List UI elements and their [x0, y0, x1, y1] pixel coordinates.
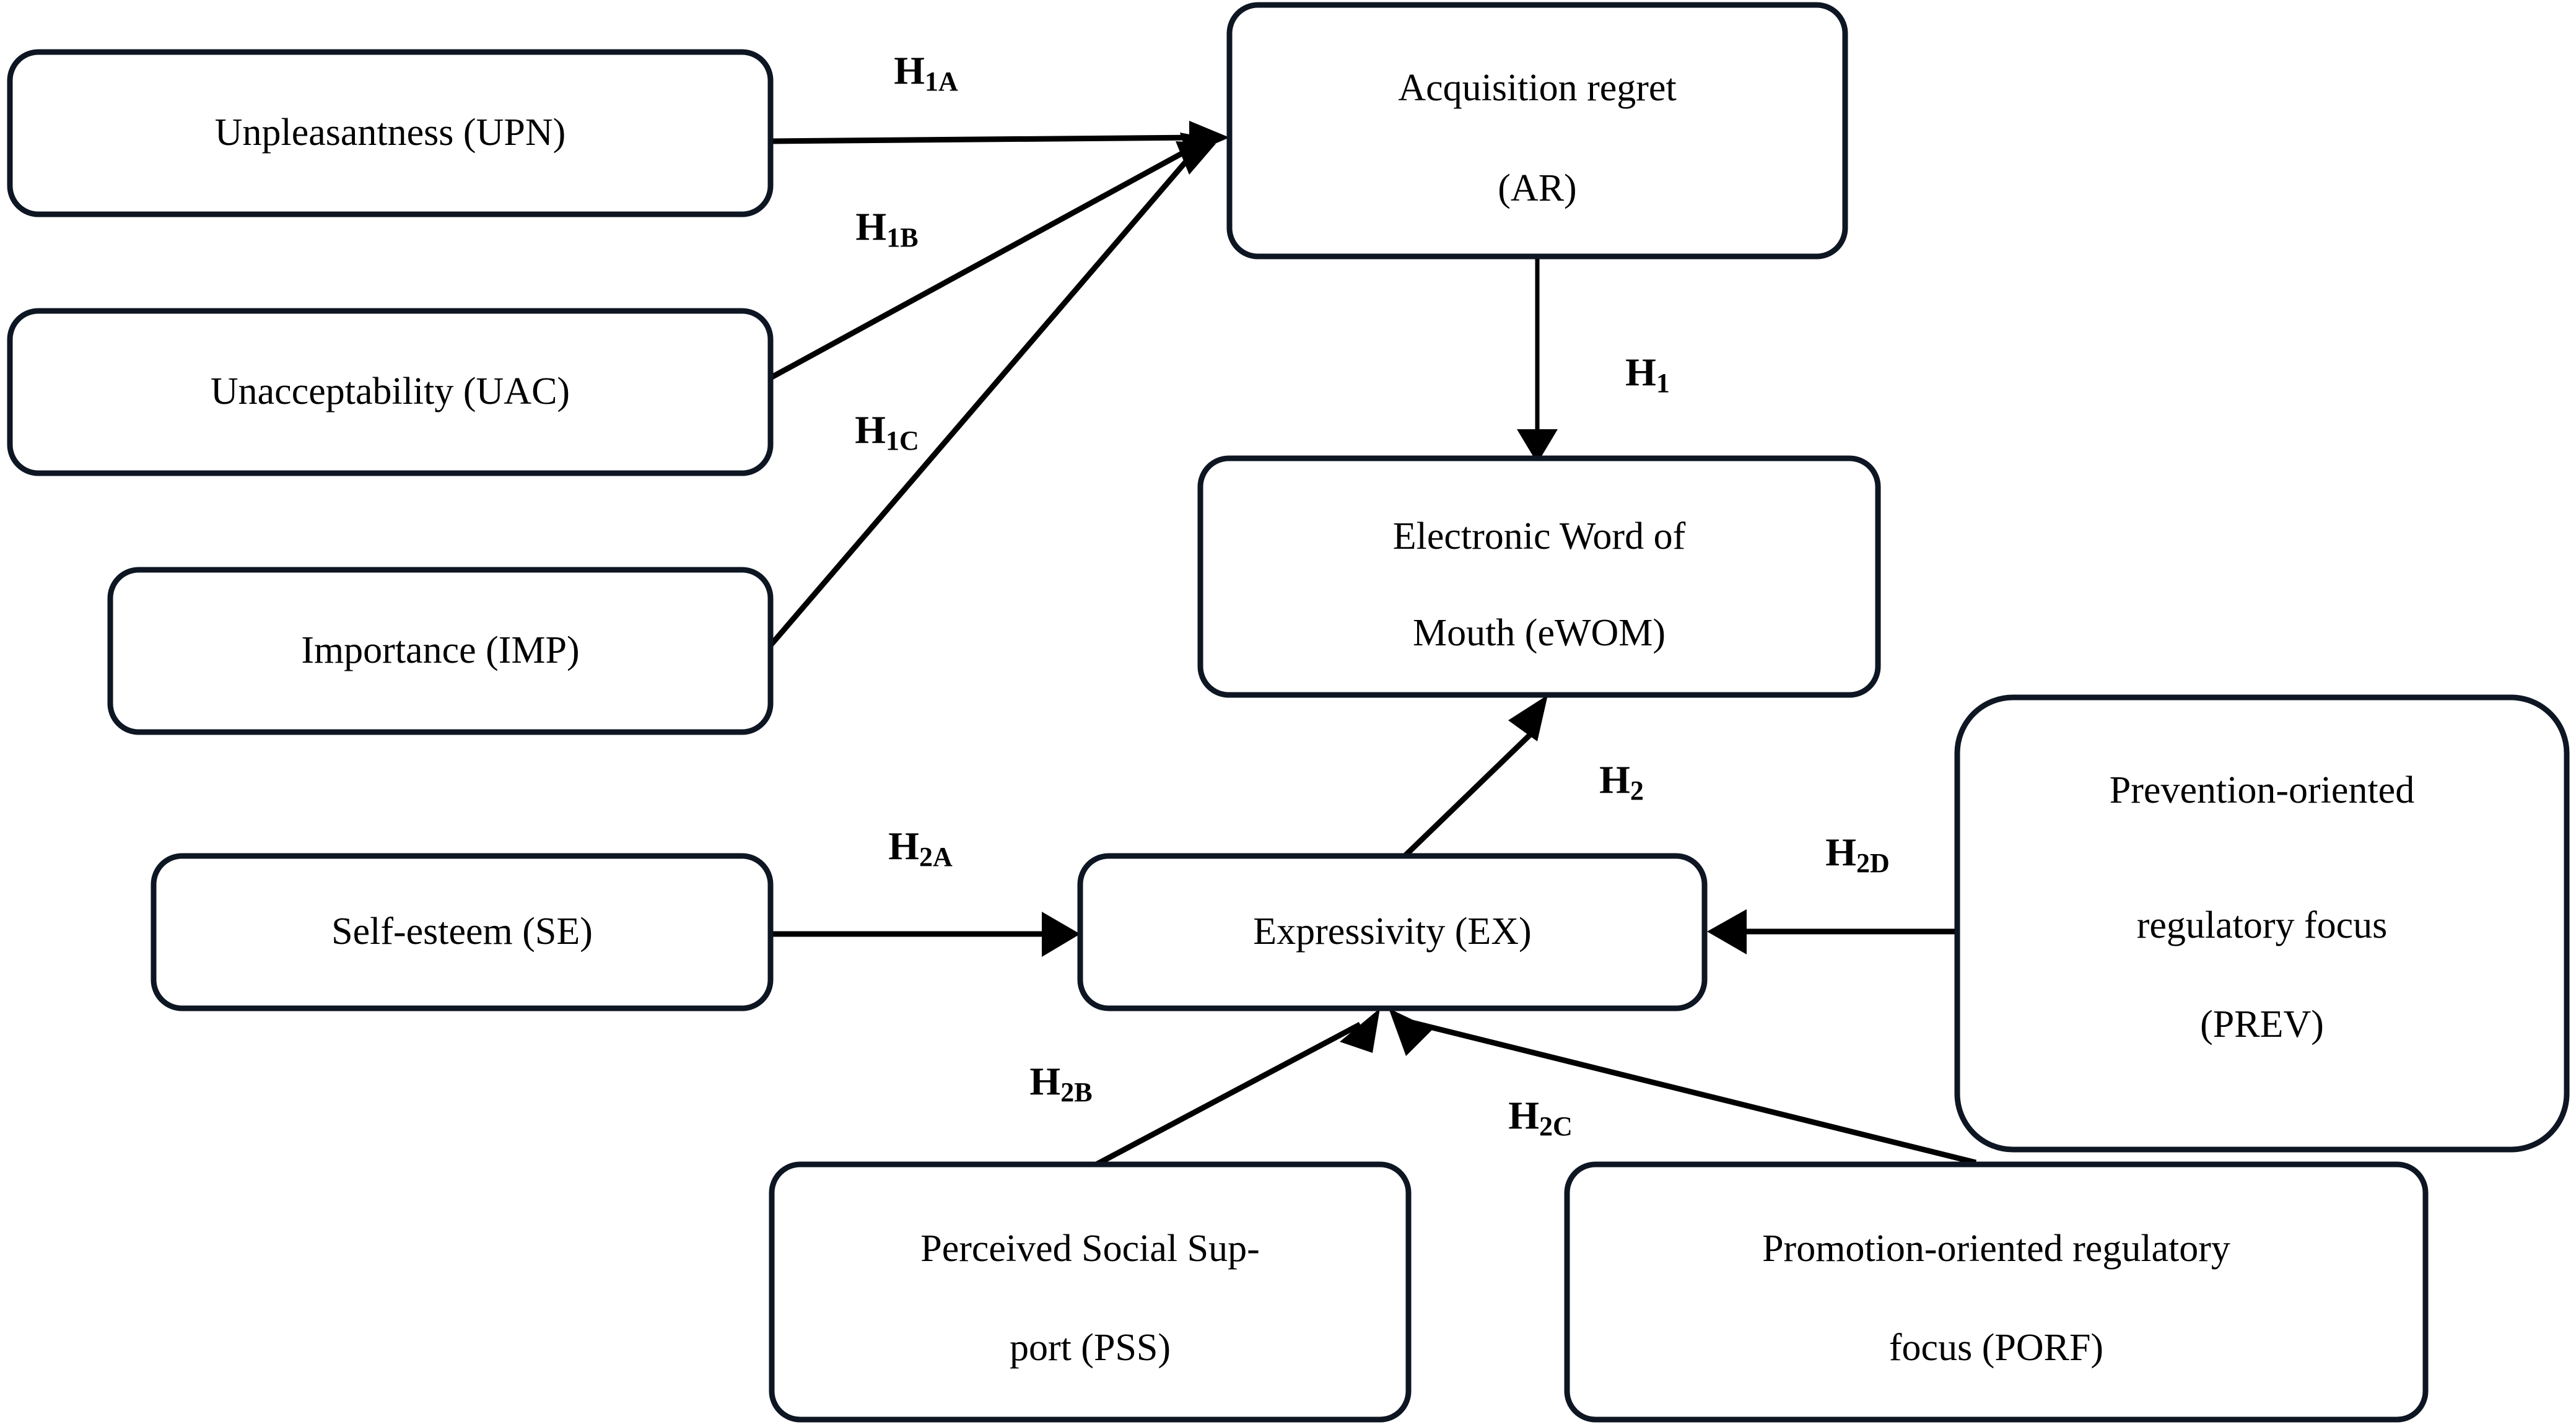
h1b-subscript: 1B [886, 222, 918, 253]
h2d-letter: H [1825, 830, 1856, 874]
h2-arrowhead [1508, 695, 1548, 741]
h2b-line [1094, 1022, 1362, 1167]
svg-text:H2B: H2B [1029, 1059, 1092, 1107]
edge-h2d [1707, 909, 1957, 954]
node-ewom-box[interactable] [1197, 455, 1881, 698]
h2d-subscript: 2D [1856, 848, 1890, 878]
h1c-letter: H [855, 408, 886, 452]
node-unacceptability[interactable]: Unacceptability (UAC) [7, 308, 774, 476]
h2a-letter: H [888, 824, 919, 868]
h1c-arrowhead [1176, 141, 1216, 175]
hypothesis-label-h1a: H1A [894, 48, 958, 97]
svg-text:H1B: H1B [855, 204, 918, 253]
node-perceived-social-support-box[interactable] [769, 1161, 1412, 1423]
edge-h1a [770, 121, 1229, 155]
node-promotion-focus-box[interactable] [1564, 1161, 2429, 1423]
node-promotion-focus-label-line1: Promotion-oriented regulatory [1762, 1228, 2230, 1270]
node-unpleasantness-label: Unpleasantness (UPN) [215, 111, 566, 154]
h1a-line [770, 134, 1196, 144]
h2b-letter: H [1029, 1059, 1060, 1103]
h1-arrowhead [1517, 429, 1558, 463]
hypothesis-label-h2d: H2D [1825, 830, 1890, 878]
node-acquisition-regret-label-line2: (AR) [1498, 167, 1576, 209]
node-acquisition-regret[interactable]: Acquisition regret (AR) [1226, 2, 1848, 260]
svg-text:H2D: H2D [1825, 830, 1890, 878]
h2-letter: H [1599, 757, 1630, 801]
hypothesis-label-h2a: H2A [888, 824, 953, 872]
h2b-arrowhead [1340, 1008, 1380, 1053]
h1b-letter: H [855, 204, 886, 248]
node-acquisition-regret-label-line1: Acquisition regret [1398, 67, 1676, 109]
node-importance-label: Importance (IMP) [301, 629, 579, 671]
svg-text:H2A: H2A [888, 824, 953, 872]
edge-h1c [768, 141, 1216, 647]
hypothesis-label-h2: H2 [1599, 757, 1644, 806]
node-ewom-label-line2: Mouth (eWOM) [1413, 612, 1666, 654]
node-self-esteem-label: Self-esteem (SE) [331, 910, 593, 953]
h2a-subscript: 2A [919, 842, 953, 872]
node-perceived-social-support[interactable]: Perceived Social Sup- port (PSS) [769, 1161, 1412, 1423]
edge-h2b [1094, 1008, 1380, 1167]
node-perceived-social-support-label-line1: Perceived Social Sup- [920, 1228, 1260, 1270]
node-self-esteem-box[interactable] [151, 853, 774, 1011]
node-importance-box[interactable] [107, 567, 774, 735]
hypothesis-label-h1b: H1B [855, 204, 918, 253]
edge-h2a [771, 912, 1080, 957]
node-prevention-focus-label-line2: regulatory focus [2137, 904, 2388, 946]
h1c-subscript: 1C [886, 425, 919, 456]
hypothesis-label-h1c: H1C [855, 408, 919, 456]
h2c-letter: H [1508, 1093, 1539, 1137]
h2-line [1402, 725, 1540, 858]
h1-subscript: 1 [1656, 368, 1670, 398]
h2d-arrowhead [1707, 909, 1747, 954]
edge-h1b [769, 133, 1219, 380]
node-promotion-focus[interactable]: Promotion-oriented regulatory focus (POR… [1564, 1161, 2429, 1423]
h1b-line [769, 145, 1195, 380]
hypothesis-label-h2c: H2C [1508, 1093, 1573, 1141]
node-ewom-label-line1: Electronic Word of [1393, 515, 1686, 557]
svg-text:H1C: H1C [855, 408, 919, 456]
node-expressivity[interactable]: Expressivity (EX) [1077, 853, 1708, 1011]
node-prevention-focus-label-line1: Prevention-oriented [2110, 769, 2414, 811]
node-expressivity-label: Expressivity (EX) [1253, 910, 1531, 953]
svg-text:H2: H2 [1599, 757, 1644, 806]
h1a-subscript: 1A [925, 66, 958, 97]
h2c-arrowhead [1389, 1008, 1433, 1056]
node-unpleasantness[interactable]: Unpleasantness (UPN) [7, 49, 774, 217]
node-unacceptability-label: Unacceptability (UAC) [211, 370, 570, 412]
node-self-esteem[interactable]: Self-esteem (SE) [151, 853, 774, 1011]
svg-text:H1: H1 [1625, 350, 1670, 398]
h2-subscript: 2 [1630, 775, 1644, 806]
node-acquisition-regret-box[interactable] [1226, 2, 1848, 260]
h2c-subscript: 2C [1539, 1111, 1573, 1141]
node-prevention-focus-label-line3: (PREV) [2200, 1003, 2324, 1045]
node-unpleasantness-box[interactable] [7, 49, 774, 217]
edge-h2c [1389, 1008, 1977, 1166]
node-expressivity-box[interactable] [1077, 853, 1708, 1011]
hypothesis-label-h1: H1 [1625, 350, 1670, 398]
h1-letter: H [1625, 350, 1656, 394]
h1c-line [768, 153, 1194, 647]
h2b-subscript: 2B [1060, 1077, 1092, 1107]
node-prevention-focus[interactable]: Prevention-oriented regulatory focus (PR… [1954, 694, 2570, 1153]
h2a-arrowhead [1042, 912, 1080, 957]
h1a-letter: H [894, 48, 925, 92]
node-unacceptability-box[interactable] [7, 308, 774, 476]
svg-text:H1A: H1A [894, 48, 958, 97]
node-ewom[interactable]: Electronic Word of Mouth (eWOM) [1197, 455, 1881, 698]
hypothesis-label-h2b: H2B [1029, 1059, 1092, 1107]
node-promotion-focus-label-line2: focus (PORF) [1889, 1327, 2103, 1369]
edge-h2 [1402, 695, 1548, 858]
h2c-line [1408, 1019, 1977, 1166]
edge-h1 [1517, 256, 1558, 463]
node-prevention-focus-box[interactable] [1954, 694, 2570, 1153]
svg-text:H2C: H2C [1508, 1093, 1573, 1141]
node-importance[interactable]: Importance (IMP) [107, 567, 774, 735]
node-perceived-social-support-label-line2: port (PSS) [1010, 1327, 1171, 1369]
